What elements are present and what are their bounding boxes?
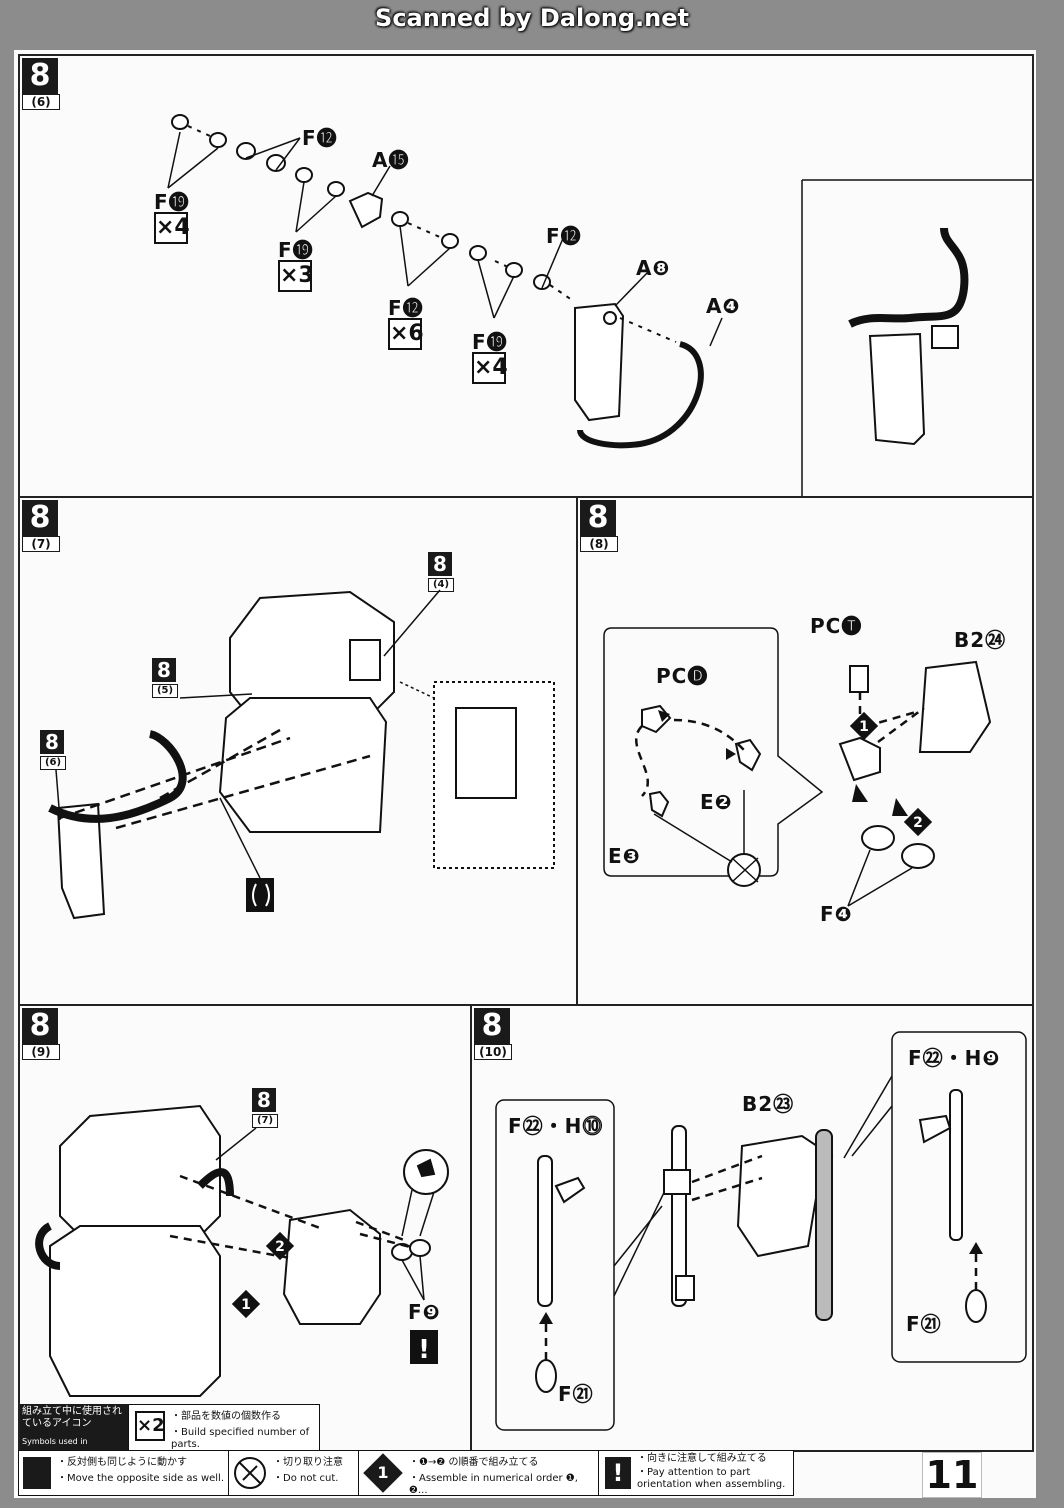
label-f12a: F⓬ xyxy=(302,126,338,150)
label-f22-h9: F㉒・H❾ xyxy=(908,1046,1001,1070)
reference-step-number: 8 xyxy=(252,1088,276,1112)
legend-x2-jp: ・部品を数値の個数作る xyxy=(171,1411,281,1422)
legend-title-jp: 組み立て中に使用されているアイコン xyxy=(22,1406,122,1429)
legend-order-en: ・Assemble in numerical order ❶, ❷... xyxy=(409,1473,578,1496)
label-b2-23: B2㉓ xyxy=(742,1092,795,1116)
step-number: 8 xyxy=(22,500,58,536)
legend-x2-item: ×2 ・部品を数値の個数作る ・Build specified number o… xyxy=(128,1404,320,1452)
step-number: 8 xyxy=(22,1008,58,1044)
substep-label: (10) xyxy=(474,1044,512,1060)
reference-substep: (6) xyxy=(40,756,66,770)
label-f21-a: F㉑ xyxy=(558,1382,594,1406)
legend-order-jp: ・❶→❷ の順番で組み立てる xyxy=(409,1457,539,1468)
qty-x4-a: ×4 xyxy=(154,212,190,244)
label-e3: E❸ xyxy=(608,844,641,868)
qty-x3: ×3 xyxy=(278,260,314,292)
label-e2: E❷ xyxy=(700,790,733,814)
label-a4: A❹ xyxy=(706,294,741,318)
label-a8: A❽ xyxy=(636,256,671,280)
beam-saber-drawing xyxy=(495,1031,1027,1431)
order-marker-2: 2 xyxy=(275,1239,285,1255)
order-icon-number: 1 xyxy=(377,1463,389,1482)
legend-cut-jp: ・切り取り注意 xyxy=(273,1457,343,1468)
legend-attention-jp: ・向きに注意して組み立てる xyxy=(637,1453,767,1464)
attention-icon: ! xyxy=(418,1335,430,1365)
substep-label: (6) xyxy=(22,94,60,110)
substep-label: (9) xyxy=(22,1044,60,1060)
legend-x2-icon: ×2 xyxy=(135,1411,165,1441)
label-pc-t: PC🅣 xyxy=(810,614,863,638)
legend-order-item: 1 ・❶→❷ の順番で組み立てる ・Assemble in numerical … xyxy=(358,1450,600,1496)
label-f19c: F⓳ xyxy=(472,330,508,354)
legend-opposite-item: ・反対側も同じように動かす ・Move the opposite side as… xyxy=(18,1450,230,1496)
legend-opposite-en: ・Move the opposite side as well. xyxy=(57,1473,225,1484)
legend-x2-en: ・Build specified number of parts. xyxy=(171,1427,310,1450)
reference-step-number: 8 xyxy=(428,552,452,576)
substep-label: (8) xyxy=(580,536,618,552)
label-f22-h10: F㉒・H⓾ xyxy=(508,1114,604,1138)
reference-step-number: 8 xyxy=(40,730,64,754)
order-marker-1: 1 xyxy=(241,1297,251,1313)
hose-assembly-drawing xyxy=(167,114,1032,496)
legend-cut-en: ・Do not cut. xyxy=(273,1473,339,1484)
step-number: 8 xyxy=(580,500,616,536)
qty-x4-b: ×4 xyxy=(472,352,508,384)
page-number: 11 xyxy=(922,1452,982,1498)
no-cut-icon xyxy=(234,1457,266,1489)
reference-substep: (4) xyxy=(428,578,454,592)
reference-step-number: 8 xyxy=(152,658,176,682)
label-f19a: F⓳ xyxy=(154,190,190,214)
scanner-watermark: Scanned by Dalong.net xyxy=(375,4,689,32)
label-f19b: F⓳ xyxy=(278,238,314,262)
legend-title-box: 組み立て中に使用されているアイコン Symbols used in instru… xyxy=(20,1404,128,1458)
step-number: 8 xyxy=(22,58,58,94)
panel-step-8-9: 8 (9) 8 (7) xyxy=(18,1004,472,1458)
shoulder-joint-drawing: 1 2 xyxy=(603,627,992,907)
order-marker-1: 1 xyxy=(859,719,869,735)
label-a15: A⓯ xyxy=(372,148,410,172)
qty-x6: ×6 xyxy=(388,318,424,350)
panel-step-8-8: 8 (8) xyxy=(576,496,1034,1006)
label-pc-d: PC🅓 xyxy=(656,664,709,688)
label-f9: F❾ xyxy=(408,1300,441,1324)
panel-step-8-7: 8 (7) 8 (4) 8 (5) 8 (6) xyxy=(18,496,578,1006)
legend-attention-en: ・Pay attention to part orientation when … xyxy=(637,1467,786,1490)
torso-assembly-drawing xyxy=(48,589,555,920)
panel-step-8-10: 8 (10) xyxy=(470,1004,1034,1452)
order-marker-2: 2 xyxy=(913,815,923,831)
panel-step-8-6: 8 (6) xyxy=(18,54,1034,498)
label-b2-24: B2㉔ xyxy=(954,628,1007,652)
body-assembly-drawing: 1 2 ! xyxy=(35,1104,449,1397)
instruction-sheet: 8 (6) xyxy=(14,50,1036,1498)
label-f12c: F⓬ xyxy=(546,224,582,248)
substep-label: (7) xyxy=(22,536,60,552)
attention-legend-icon: ! xyxy=(605,1457,631,1489)
legend-attention-item: ! ・向きに注意して組み立てる ・Pay attention to part o… xyxy=(598,1450,794,1496)
label-f21-b: F㉑ xyxy=(906,1312,942,1336)
reference-substep: (5) xyxy=(152,684,178,698)
legend-cut-item: ・切り取り注意 ・Do not cut. xyxy=(228,1450,360,1496)
label-f4: F❹ xyxy=(820,902,853,926)
step-number: 8 xyxy=(474,1008,510,1044)
label-f12b: F⓬ xyxy=(388,296,424,320)
legend-opposite-jp: ・反対側も同じように動かす xyxy=(57,1457,187,1468)
reference-substep: (7) xyxy=(252,1114,278,1128)
mirror-icon xyxy=(23,1457,51,1489)
